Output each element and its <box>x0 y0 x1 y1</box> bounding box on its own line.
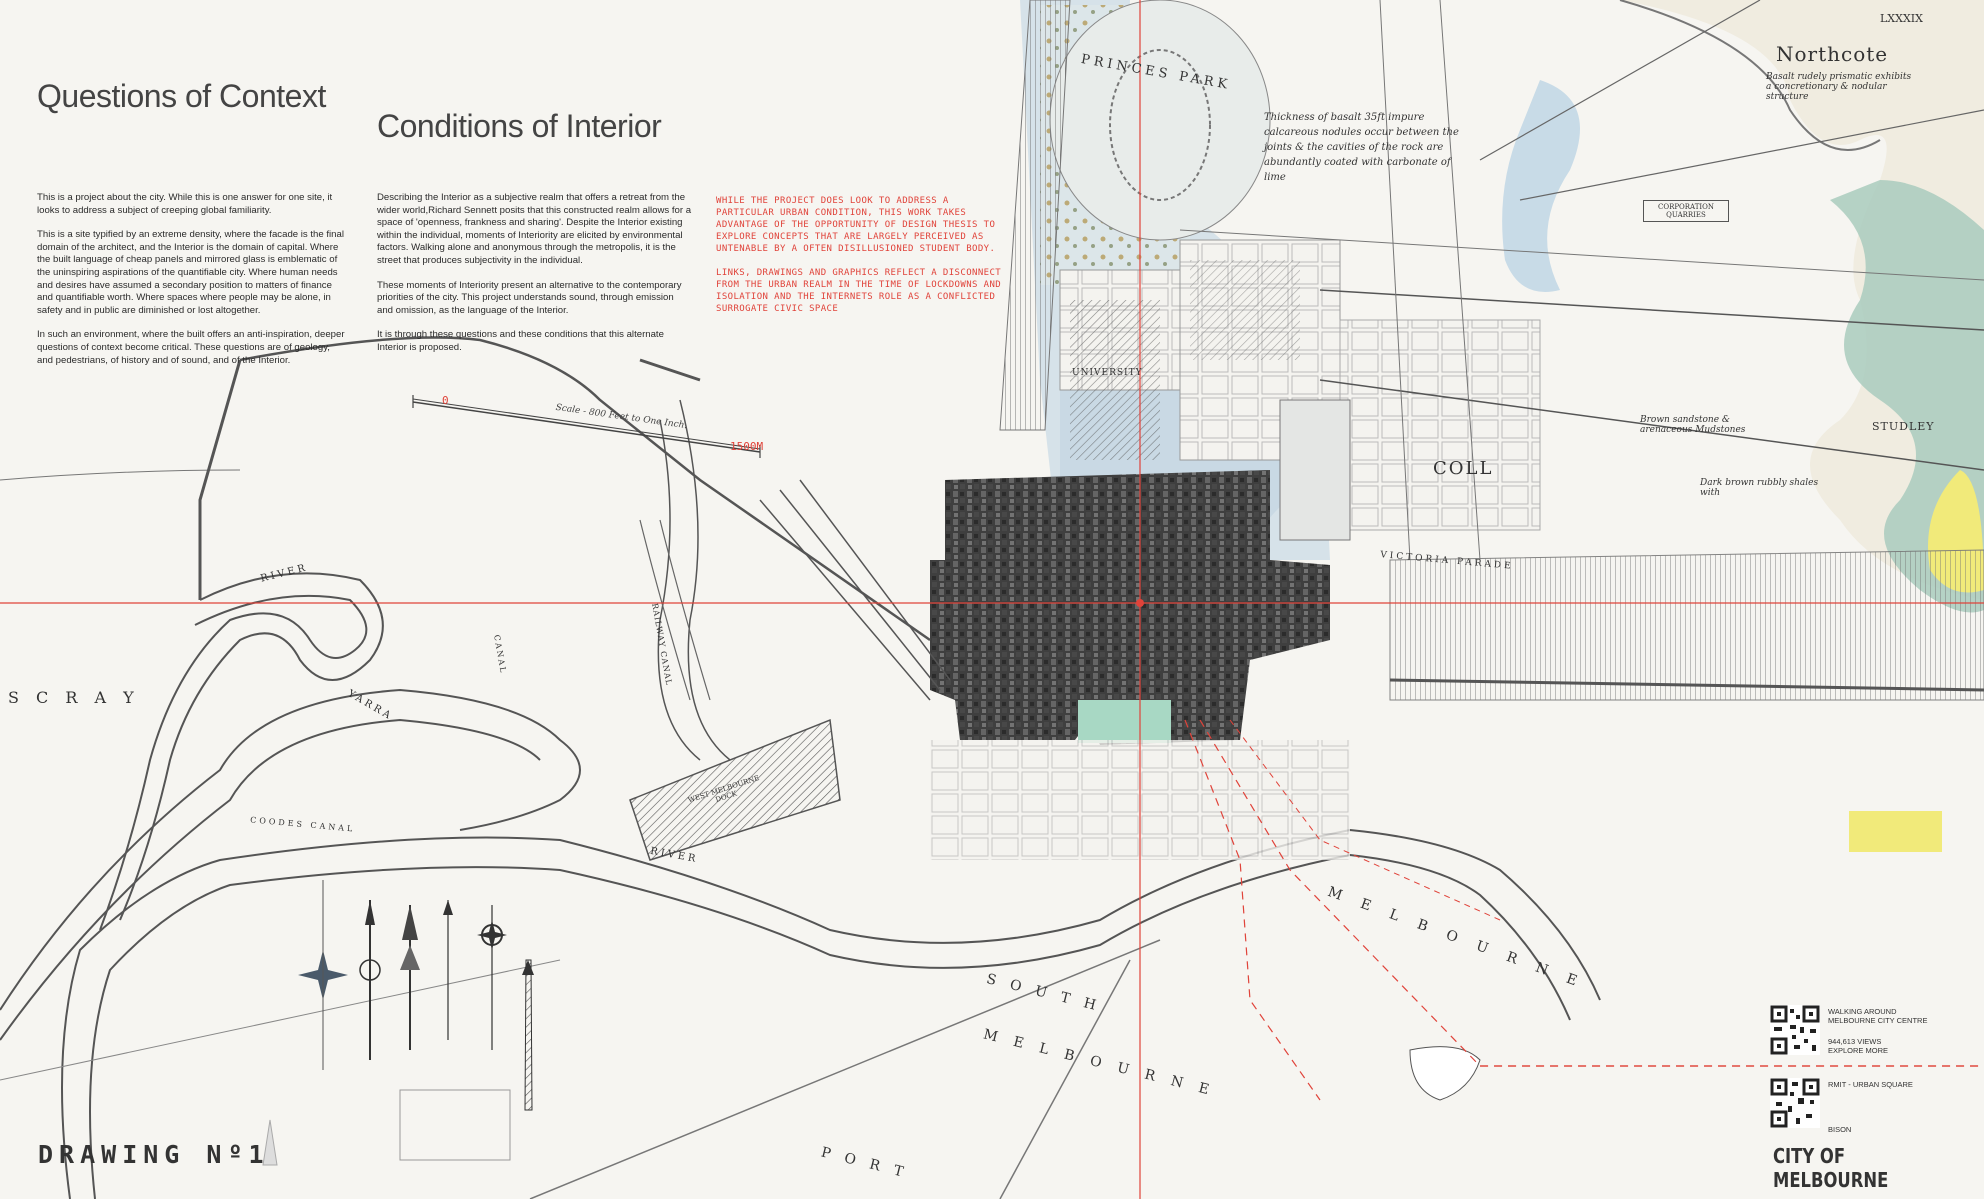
qr-text-walking: WALKING AROUND MELBOURNE CITY CENTRE 944… <box>1828 1007 1927 1055</box>
hatched-arrow-icon <box>522 959 534 1111</box>
north-arrow-icon <box>359 900 381 1060</box>
interior-text-column: Describing the Interior as a subjective … <box>377 192 692 367</box>
handwritten-note-2: Links, drawings and graphics reflect a d… <box>716 268 1002 314</box>
compass-rose-icon <box>298 880 348 1070</box>
star-compass-icon <box>477 905 507 1050</box>
label-northcote-note: Basalt rudely prismatic exhibits a concr… <box>1766 72 1912 102</box>
label-northcote: Northcote <box>1776 42 1889 66</box>
qr-text-rmit: RMIT - URBAN SQUARE BISON <box>1828 1080 1913 1134</box>
qr-line: BISON <box>1828 1125 1852 1134</box>
label-coll: COLL <box>1433 458 1494 479</box>
handwritten-notes: While the project does look to address a… <box>716 195 1006 327</box>
label-rubbly-note: Dark brown rubbly shales with <box>1700 478 1819 498</box>
interior-paragraph-3: It is through these questions and these … <box>377 329 664 353</box>
context-text-column: This is a project about the city. While … <box>37 192 347 379</box>
qr-code-icon <box>1770 1078 1820 1128</box>
qr-code-walking[interactable] <box>1770 1005 1820 1055</box>
context-paragraph-3: In such an environment, where the built … <box>37 329 345 366</box>
context-paragraph-1: This is a project about the city. While … <box>37 192 333 216</box>
title-questions-of-context: Questions of Context <box>37 78 326 114</box>
qr-code-rmit[interactable] <box>1770 1078 1820 1128</box>
interior-paragraph-2: These moments of Interiority present an … <box>377 279 682 316</box>
drawing-number-label: DRAWING Nº1 <box>38 1140 270 1169</box>
label-sandstone-note: Brown sandstone & arenaceous Mudstones <box>1640 415 1746 435</box>
title-conditions-of-interior: Conditions of Interior <box>377 108 662 144</box>
qr-code-icon <box>1770 1005 1820 1055</box>
plate-number: LXXXIX <box>1880 12 1923 25</box>
qr-line: RMIT - URBAN SQUARE <box>1828 1080 1913 1089</box>
label-quarries: CORPORATION QUARRIES <box>1643 200 1729 222</box>
label-studley: STUDLEY <box>1872 420 1935 433</box>
qr-line: 944,613 VIEWS <box>1828 1037 1882 1046</box>
qr-line: EXPLORE MORE <box>1828 1046 1889 1055</box>
qr-line: WALKING AROUND <box>1828 1007 1897 1016</box>
simple-arrow-icon <box>443 900 453 1040</box>
ornate-arrow-icon <box>400 905 420 1050</box>
handwritten-note-1: While the project does look to address a… <box>716 196 996 254</box>
label-scray: S C R A Y <box>8 688 140 707</box>
scale-end: 1500M <box>730 440 764 453</box>
context-paragraph-2: This is a site typified by an extreme de… <box>37 229 344 316</box>
label-university: UNIVERSITY <box>1072 368 1143 378</box>
scale-start: 0 <box>442 394 449 407</box>
city-of-melbourne-label: CITY OF MELBOURNE <box>1773 1144 1889 1192</box>
interior-paragraph-1: Describing the Interior as a subjective … <box>377 192 692 266</box>
label-basalt-note: Thickness of basalt 35ft impure calcareo… <box>1264 112 1459 183</box>
qr-line: MELBOURNE CITY CENTRE <box>1828 1016 1928 1025</box>
